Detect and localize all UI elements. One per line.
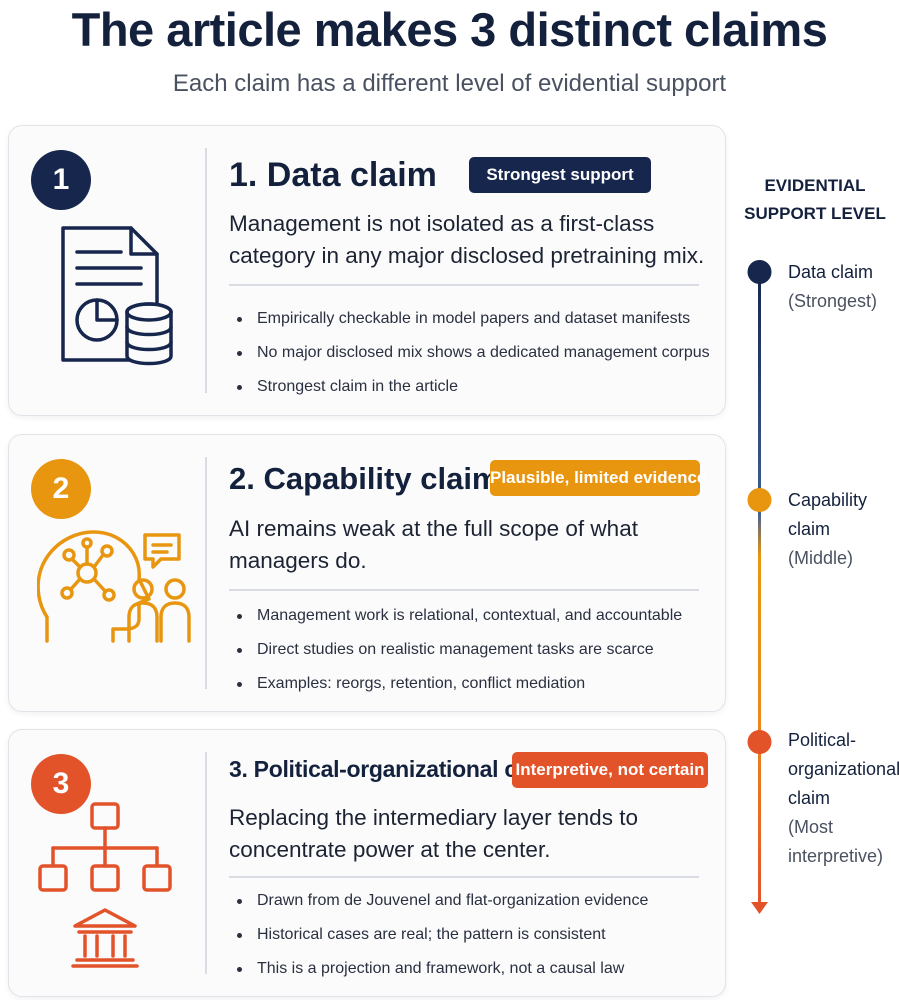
claim-heading: 1. Data claim xyxy=(229,156,437,194)
card-divider xyxy=(205,148,207,393)
list-item: Strongest claim in the article xyxy=(235,370,715,404)
section-divider xyxy=(229,284,699,286)
evidence-list: Management work is relational, contextua… xyxy=(235,599,715,701)
document-database-icon xyxy=(37,222,187,377)
claim-number-badge: 2 xyxy=(31,459,91,519)
section-divider xyxy=(229,876,699,878)
org-chart-institution-icon xyxy=(37,802,187,977)
list-item: Drawn from de Jouvenel and flat-organiza… xyxy=(235,884,715,918)
support-badge: Interpretive, not certain xyxy=(512,752,708,788)
evidence-list: Drawn from de Jouvenel and flat-organiza… xyxy=(235,884,715,986)
claim-number-badge: 3 xyxy=(31,754,91,814)
page-subtitle: Each claim has a different level of evid… xyxy=(172,70,727,97)
support-level-political: Political- organizational claim (Most in… xyxy=(788,730,899,866)
list-item: This is a projection and framework, not … xyxy=(235,952,715,986)
page-title: The article makes 3 distinct claims xyxy=(71,3,828,56)
list-item: Management work is relational, contextua… xyxy=(235,599,715,633)
evidence-list: Empirically checkable in model papers an… xyxy=(235,302,715,404)
rail-line xyxy=(758,272,761,904)
rail-marker-political xyxy=(747,730,772,754)
claim-number-badge: 1 xyxy=(31,150,91,210)
claim-card-political: 3 3. Politic xyxy=(8,729,726,997)
claim-heading: 3. Political-organizational claim xyxy=(229,756,562,782)
rail-marker-capability xyxy=(747,488,772,512)
claim-card-capability: 2 xyxy=(8,434,726,712)
claim-card-data: 1 1. Data claim Strongest support Manage… xyxy=(8,125,726,416)
support-badge: Strongest support xyxy=(469,157,651,193)
claim-statement: AI remains weak at the full scope of wha… xyxy=(229,516,638,573)
rail-marker-data xyxy=(747,260,772,284)
list-item: Examples: reorgs, retention, conflict me… xyxy=(235,667,715,701)
card-divider xyxy=(205,752,207,974)
list-item: Empirically checkable in model papers an… xyxy=(235,302,715,336)
list-item: No major disclosed mix shows a dedicated… xyxy=(235,336,715,370)
head-network-people-icon xyxy=(36,517,197,652)
support-level-title: EVIDENTIAL SUPPORT LEVEL xyxy=(744,176,886,223)
card-divider xyxy=(205,457,207,689)
claim-statement: Management is not isolated as a first-cl… xyxy=(229,211,705,268)
support-level-data: Data claim (Strongest) xyxy=(788,262,878,311)
list-item: Direct studies on realistic management t… xyxy=(235,633,715,667)
claim-heading: 2. Capability claim xyxy=(229,461,500,496)
claim-statement: Replacing the intermediary layer tends t… xyxy=(229,805,638,862)
rail-arrow-icon xyxy=(751,902,768,914)
support-badge: Plausible, limited evidence xyxy=(490,460,706,496)
list-item: Historical cases are real; the pattern i… xyxy=(235,918,715,952)
support-level-capability: Capability claim (Middle) xyxy=(788,490,868,568)
section-divider xyxy=(229,589,699,591)
